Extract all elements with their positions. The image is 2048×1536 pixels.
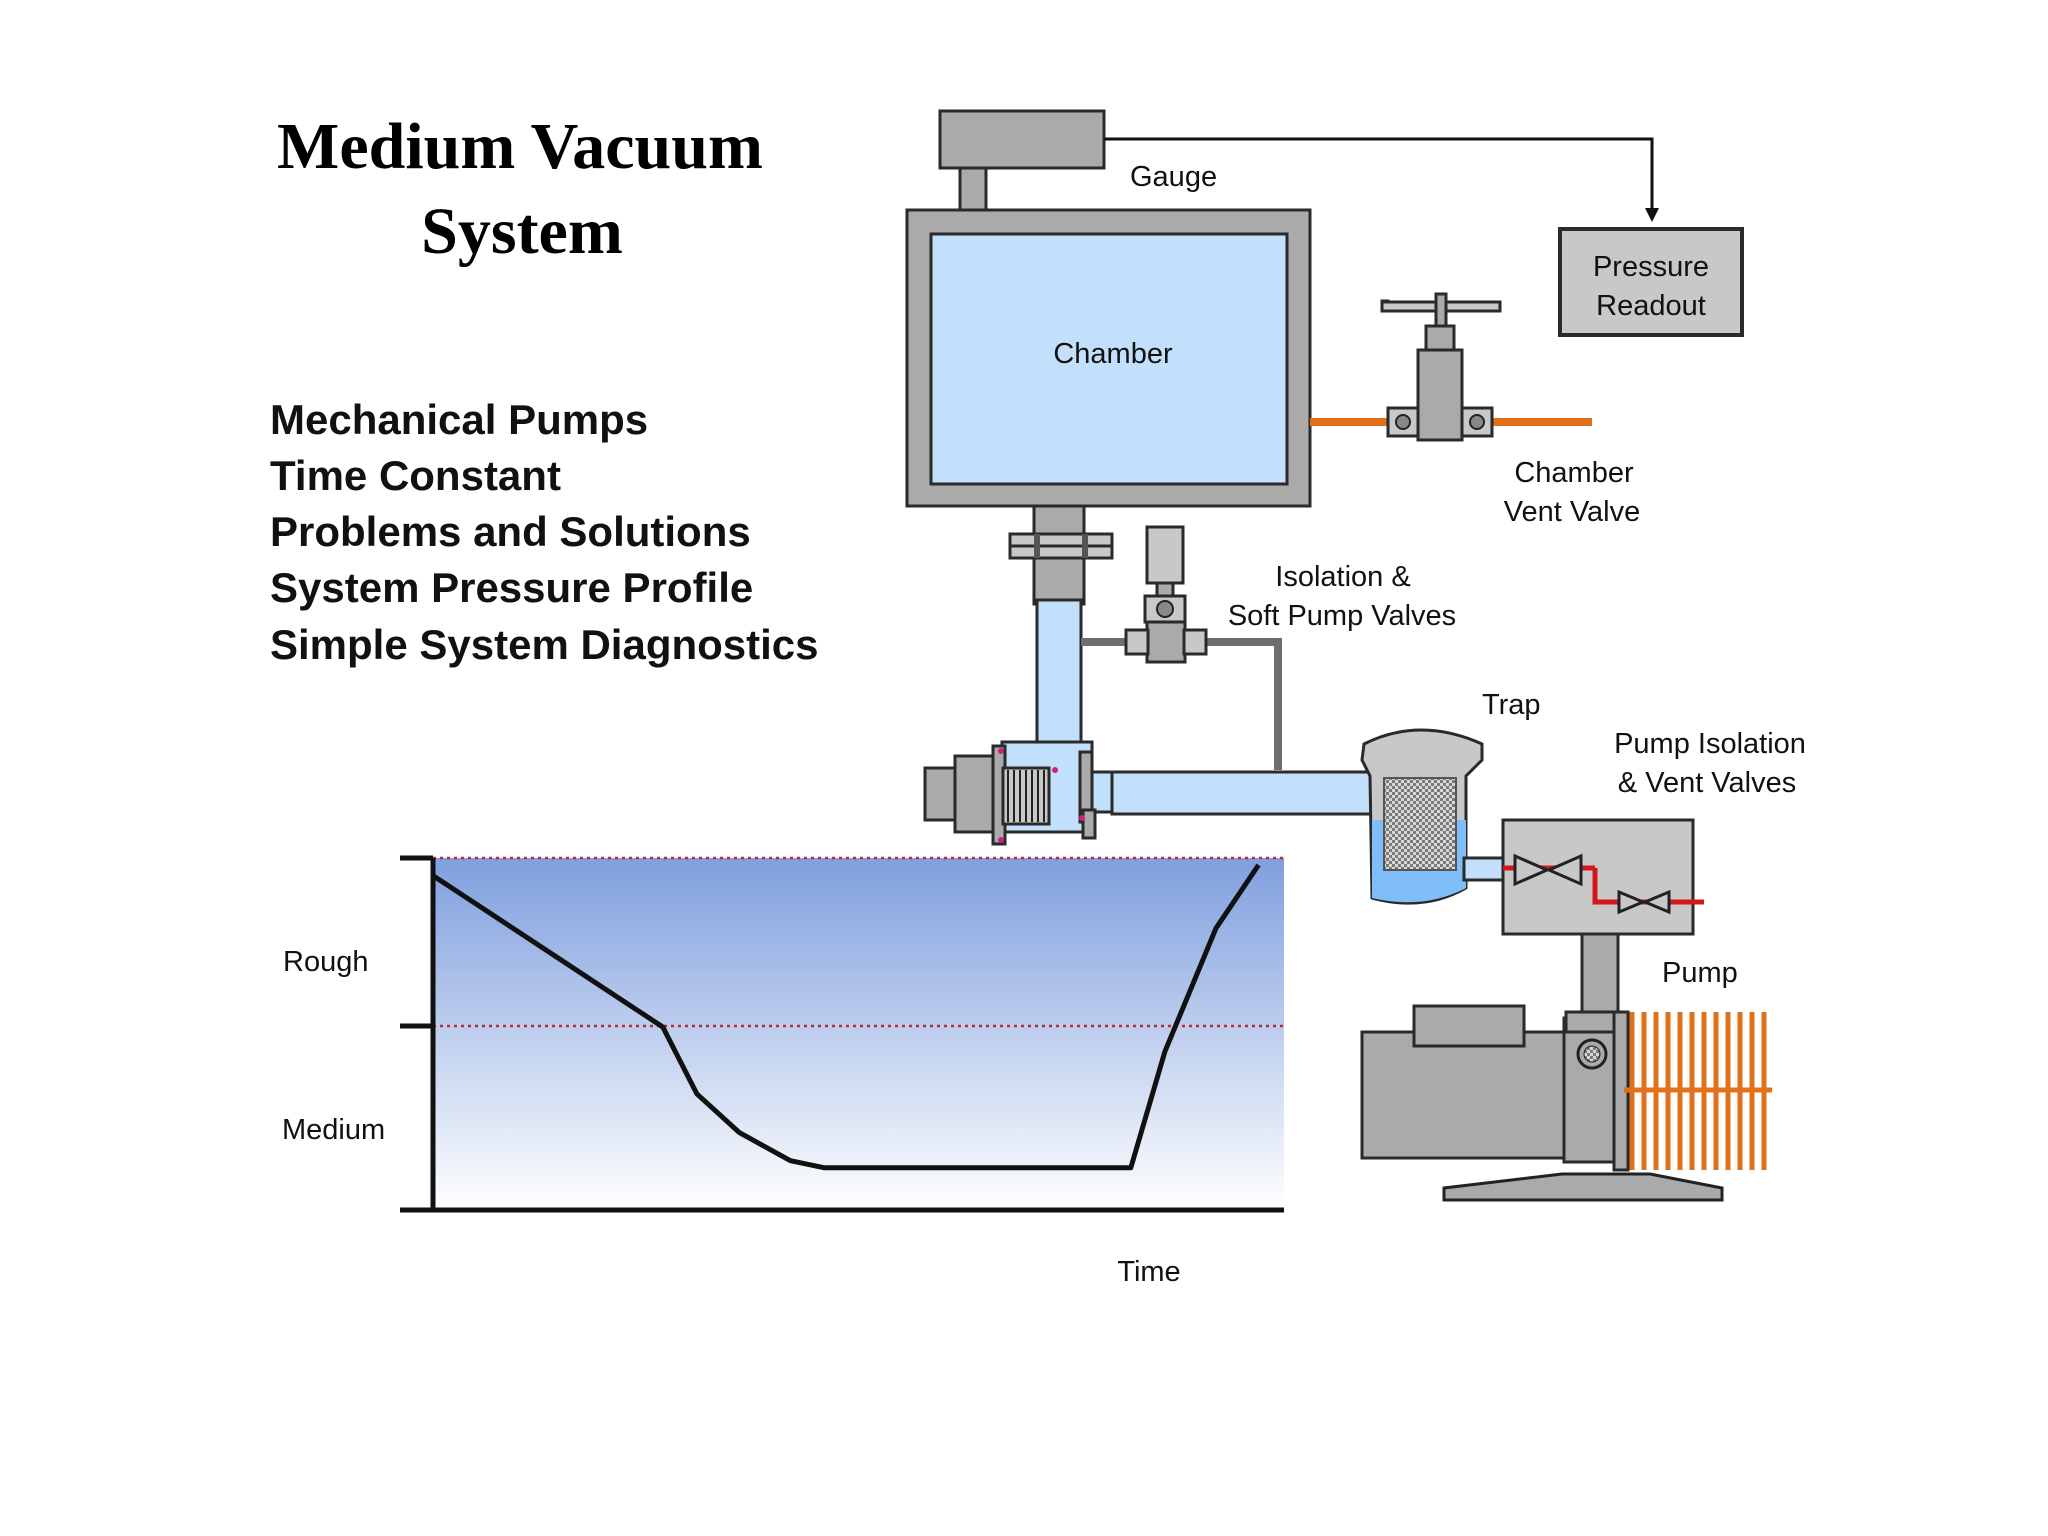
trap-filter <box>1383 777 1457 871</box>
topic-pressure-profile: System Pressure Profile <box>270 564 753 611</box>
topic-problems-solutions: Problems and Solutions <box>270 508 751 555</box>
chart-background <box>433 858 1284 1210</box>
topic-diagnostics: Simple System Diagnostics <box>270 621 819 668</box>
gauge-signal-line <box>1104 137 1654 213</box>
y-region-rough: Rough <box>283 946 368 978</box>
isolation-valve-flange <box>1008 504 1114 606</box>
pressure-profile-chart: Rough Medium Time <box>282 855 1284 1288</box>
pressure-readout-label-2: Readout <box>1596 290 1706 322</box>
x-axis-label: Time <box>1117 1256 1180 1288</box>
title-line-1: Medium Vacuum <box>277 110 763 183</box>
trap <box>1360 728 1484 905</box>
chamber: Chamber <box>905 208 1312 508</box>
pump-isolation-valve <box>1513 853 1551 887</box>
pump-motor-cap <box>1412 1004 1526 1048</box>
gauge <box>938 109 1106 214</box>
pump-base <box>1442 1172 1724 1202</box>
bellows <box>1007 770 1045 822</box>
trap-label: Trap <box>1482 689 1541 721</box>
pressure-curve <box>431 863 1261 1171</box>
soft-pump-valve <box>1081 525 1282 770</box>
mechanical-pump <box>1360 932 1772 1202</box>
vent-valve-label-1: Chamber <box>1514 457 1634 489</box>
pump-motor <box>1360 1030 1580 1160</box>
cooling-fins <box>1624 1012 1772 1170</box>
chamber-vent-valve <box>1310 292 1592 442</box>
gauge-label: Gauge <box>1130 161 1217 193</box>
chamber-label: Chamber <box>1053 338 1173 370</box>
vent-valve-label-2: Vent Valve <box>1504 496 1641 528</box>
pump-valve-block <box>1462 818 1704 936</box>
pump-valves-label-2: & Vent Valves <box>1618 767 1796 799</box>
signal-arrowhead <box>1645 208 1659 222</box>
topic-mechanical-pumps: Mechanical Pumps <box>270 396 648 443</box>
title-line-2: System <box>421 195 623 268</box>
isolation-valves-label-1: Isolation & <box>1275 561 1410 593</box>
elbow-bellows-assembly <box>923 740 1097 846</box>
foreline-horizontal <box>1110 770 1378 816</box>
pump-valves-label-1: Pump Isolation <box>1614 728 1806 760</box>
pump-vent-valve <box>1617 889 1647 915</box>
pressure-readout-label-1: Pressure <box>1593 251 1709 283</box>
isolation-valves-label-2: Soft Pump Valves <box>1228 600 1456 632</box>
y-region-medium: Medium <box>282 1114 385 1146</box>
topic-time-constant: Time Constant <box>270 452 561 499</box>
pump-label: Pump <box>1662 957 1738 989</box>
pressure-readout: Pressure Readout <box>1558 227 1744 337</box>
